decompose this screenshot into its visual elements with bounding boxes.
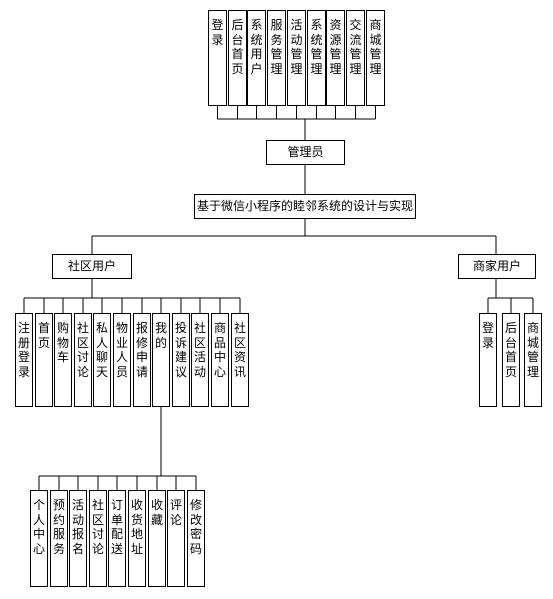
community-module-1: 首页 [35,313,53,407]
node-label: 社区讨论 [76,321,89,379]
community-module-9: 社区活动 [191,313,209,407]
node-label: 商品中心 [213,321,226,379]
admin-module-5: 系统管理 [307,10,326,106]
node-label: 资源管理 [329,18,342,76]
node-label: 社区讨论 [91,498,104,556]
admin-module-8: 商城管理 [366,10,385,106]
node-label: 后台首页 [231,18,244,76]
node-label: 首页 [37,321,50,350]
community-module-10: 商品中心 [211,313,229,407]
admin-module-1: 后台首页 [228,10,247,106]
community-module-5: 物业人员 [113,313,131,407]
node-label: 后台首页 [504,321,517,379]
node-label: 物业人员 [115,321,128,379]
node-label: 交流管理 [349,18,362,76]
mine-module-1: 预约服务 [50,490,68,587]
community-module-11: 社区资讯 [231,313,249,407]
admin-module-0: 登录 [208,10,227,106]
mine-module-2: 活动报名 [69,490,87,587]
node-label: 个人中心 [32,498,45,556]
admin-module-6: 资源管理 [326,10,345,106]
node-label: 私人聊天 [95,321,108,379]
node-label: 收货地址 [130,498,143,556]
merchant-module-0: 登录 [479,313,497,407]
node-label: 系统用户 [250,18,263,76]
node-label: 活动管理 [290,18,303,76]
mine-module-8: 修改密码 [187,490,205,587]
node-label: 投诉建议 [174,321,187,379]
community-module-8: 投诉建议 [172,313,190,407]
node-label: 社区活动 [193,321,206,379]
node-label: 商城管理 [526,321,539,379]
mine-module-7: 评论 [167,490,185,587]
community-user-node: 社区用户 [52,254,132,279]
community-module-7: 我的 [152,313,170,407]
merchant-user-node: 商家用户 [458,254,536,279]
node-label: 系统管理 [310,18,323,76]
community-module-6: 报修申请 [133,313,151,407]
merchant-module-2: 商城管理 [524,313,542,407]
node-label: 报修申请 [135,321,148,379]
community-module-0: 注册登录 [15,313,33,407]
root-node: 基于微信小程序的睦邻系统的设计与实现 [194,194,416,219]
mine-module-0: 个人中心 [30,490,48,587]
mine-module-4: 订单配送 [108,490,126,587]
admin-module-2: 系统用户 [247,10,266,106]
node-label: 商城管理 [369,18,382,76]
node-label: 修改密码 [189,498,202,556]
node-label: 登录 [211,18,224,47]
mine-module-3: 社区讨论 [89,490,107,587]
admin-module-4: 活动管理 [287,10,306,106]
admin-node: 管理员 [266,140,345,165]
mine-module-6: 收藏 [148,490,166,587]
admin-module-7: 交流管理 [346,10,365,106]
node-label: 购物车 [56,321,69,365]
node-label: 评论 [169,498,182,527]
node-label: 订单配送 [110,498,123,556]
node-label: 注册登录 [17,321,30,379]
community-module-2: 购物车 [54,313,72,407]
node-label: 我的 [154,321,167,350]
node-label: 活动报名 [71,498,84,556]
node-label: 服务管理 [270,18,283,76]
merchant-module-1: 后台首页 [502,313,520,407]
community-module-4: 私人聊天 [93,313,111,407]
node-label: 预约服务 [52,498,65,556]
admin-module-3: 服务管理 [267,10,286,106]
community-module-3: 社区讨论 [74,313,92,407]
node-label: 社区资讯 [233,321,246,379]
node-label: 收藏 [150,498,163,527]
node-label: 登录 [481,321,494,350]
mine-module-5: 收货地址 [128,490,146,587]
